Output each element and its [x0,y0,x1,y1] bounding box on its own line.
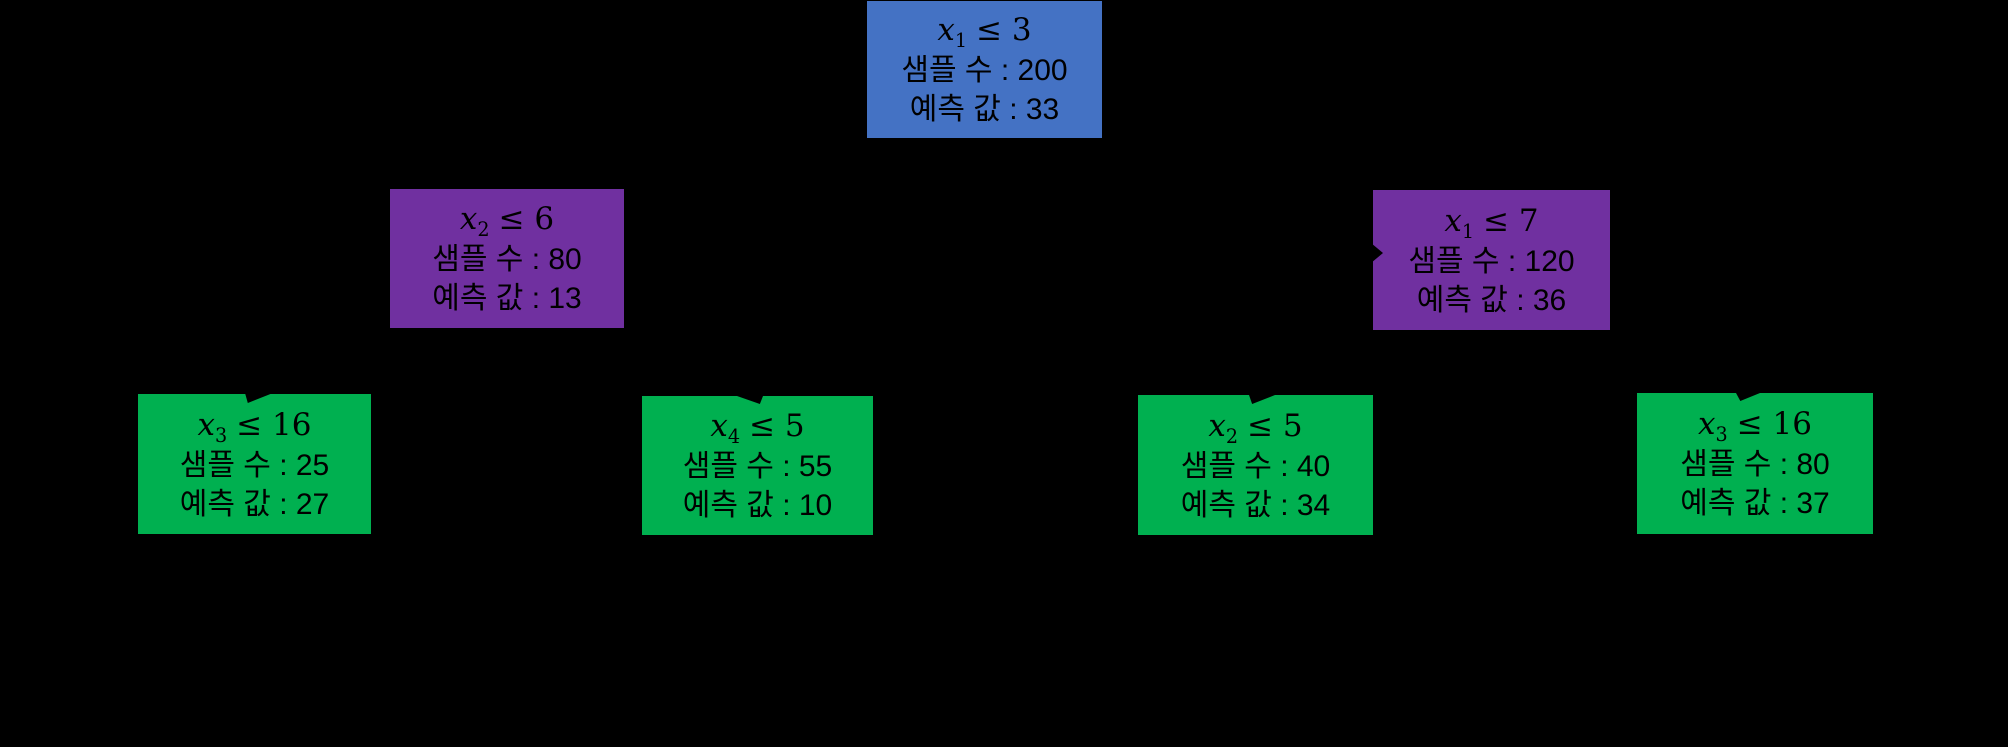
split-condition: x2 ≤ 6 [460,199,554,240]
prediction-value: 예측 값 : 36 [1416,283,1567,317]
prediction-value: 예측 값 : 13 [432,282,582,315]
samples-count: 샘플 수 : 120 [1408,244,1575,278]
prediction-value: 예측 값 : 34 [1180,488,1331,522]
split-condition: x2 ≤ 5 [1208,406,1302,447]
split-condition: x1 ≤ 3 [937,10,1031,51]
samples-count: 샘플 수 : 80 [432,243,582,276]
tree-node-root: x1 ≤ 3 샘플 수 : 200 예측 값 : 33 [867,1,1102,138]
condition-threshold: ≤ 7 [1483,202,1539,239]
arrowhead-icon [1249,395,1275,404]
condition-subscript: 3 [1715,423,1728,447]
samples-count: 샘플 수 : 80 [1680,448,1830,481]
condition-subscript: 3 [214,423,228,447]
condition-subscript: 2 [477,218,490,242]
condition-variable: x [1208,407,1226,444]
condition-threshold: ≤ 6 [498,201,555,237]
condition-variable: x [1698,406,1716,442]
condition-variable: x [459,201,478,237]
arrowhead-icon [737,396,763,404]
tree-node-left-right: x4 ≤ 5 샘플 수 : 55 예측 값 : 10 [642,396,873,535]
samples-count: 샘플 수 : 55 [682,450,833,483]
condition-variable: x [197,406,215,443]
tree-node-right: x1 ≤ 7 샘플 수 : 120 예측 값 : 36 [1373,190,1610,330]
split-condition: x4 ≤ 5 [710,406,804,447]
condition-variable: x [1444,202,1462,239]
condition-variable: x [710,408,728,444]
split-condition: x1 ≤ 7 [1444,201,1538,242]
condition-threshold: ≤ 16 [236,406,312,443]
tree-node-right-left: x2 ≤ 5 샘플 수 : 40 예측 값 : 34 [1138,395,1373,535]
samples-count: 샘플 수 : 200 [901,54,1068,87]
condition-threshold: ≤ 5 [1247,407,1303,444]
condition-subscript: 1 [954,29,968,53]
split-condition: x3 ≤ 16 [1698,404,1812,445]
tree-node-right-right: x3 ≤ 16 샘플 수 : 80 예측 값 : 37 [1637,393,1873,534]
arrowhead-icon [245,393,273,403]
split-condition: x3 ≤ 16 [198,405,312,446]
arrowhead-icon [1736,393,1760,401]
prediction-value: 예측 값 : 27 [179,487,330,521]
prediction-value: 예측 값 : 10 [682,489,833,522]
samples-count: 샘플 수 : 40 [1180,449,1331,483]
condition-threshold: ≤ 5 [749,408,805,444]
prediction-value: 예측 값 : 37 [1680,487,1830,520]
condition-threshold: ≤ 16 [1736,406,1812,442]
condition-subscript: 2 [1225,424,1239,448]
prediction-value: 예측 값 : 33 [909,93,1060,126]
tree-node-left: x2 ≤ 6 샘플 수 : 80 예측 값 : 13 [390,189,624,328]
condition-variable: x [937,12,955,48]
condition-subscript: 1 [1461,219,1475,243]
samples-count: 샘플 수 : 25 [179,448,330,482]
condition-subscript: 4 [727,425,741,449]
condition-threshold: ≤ 3 [976,12,1032,48]
tree-node-left-left: x3 ≤ 16 샘플 수 : 25 예측 값 : 27 [138,394,371,534]
